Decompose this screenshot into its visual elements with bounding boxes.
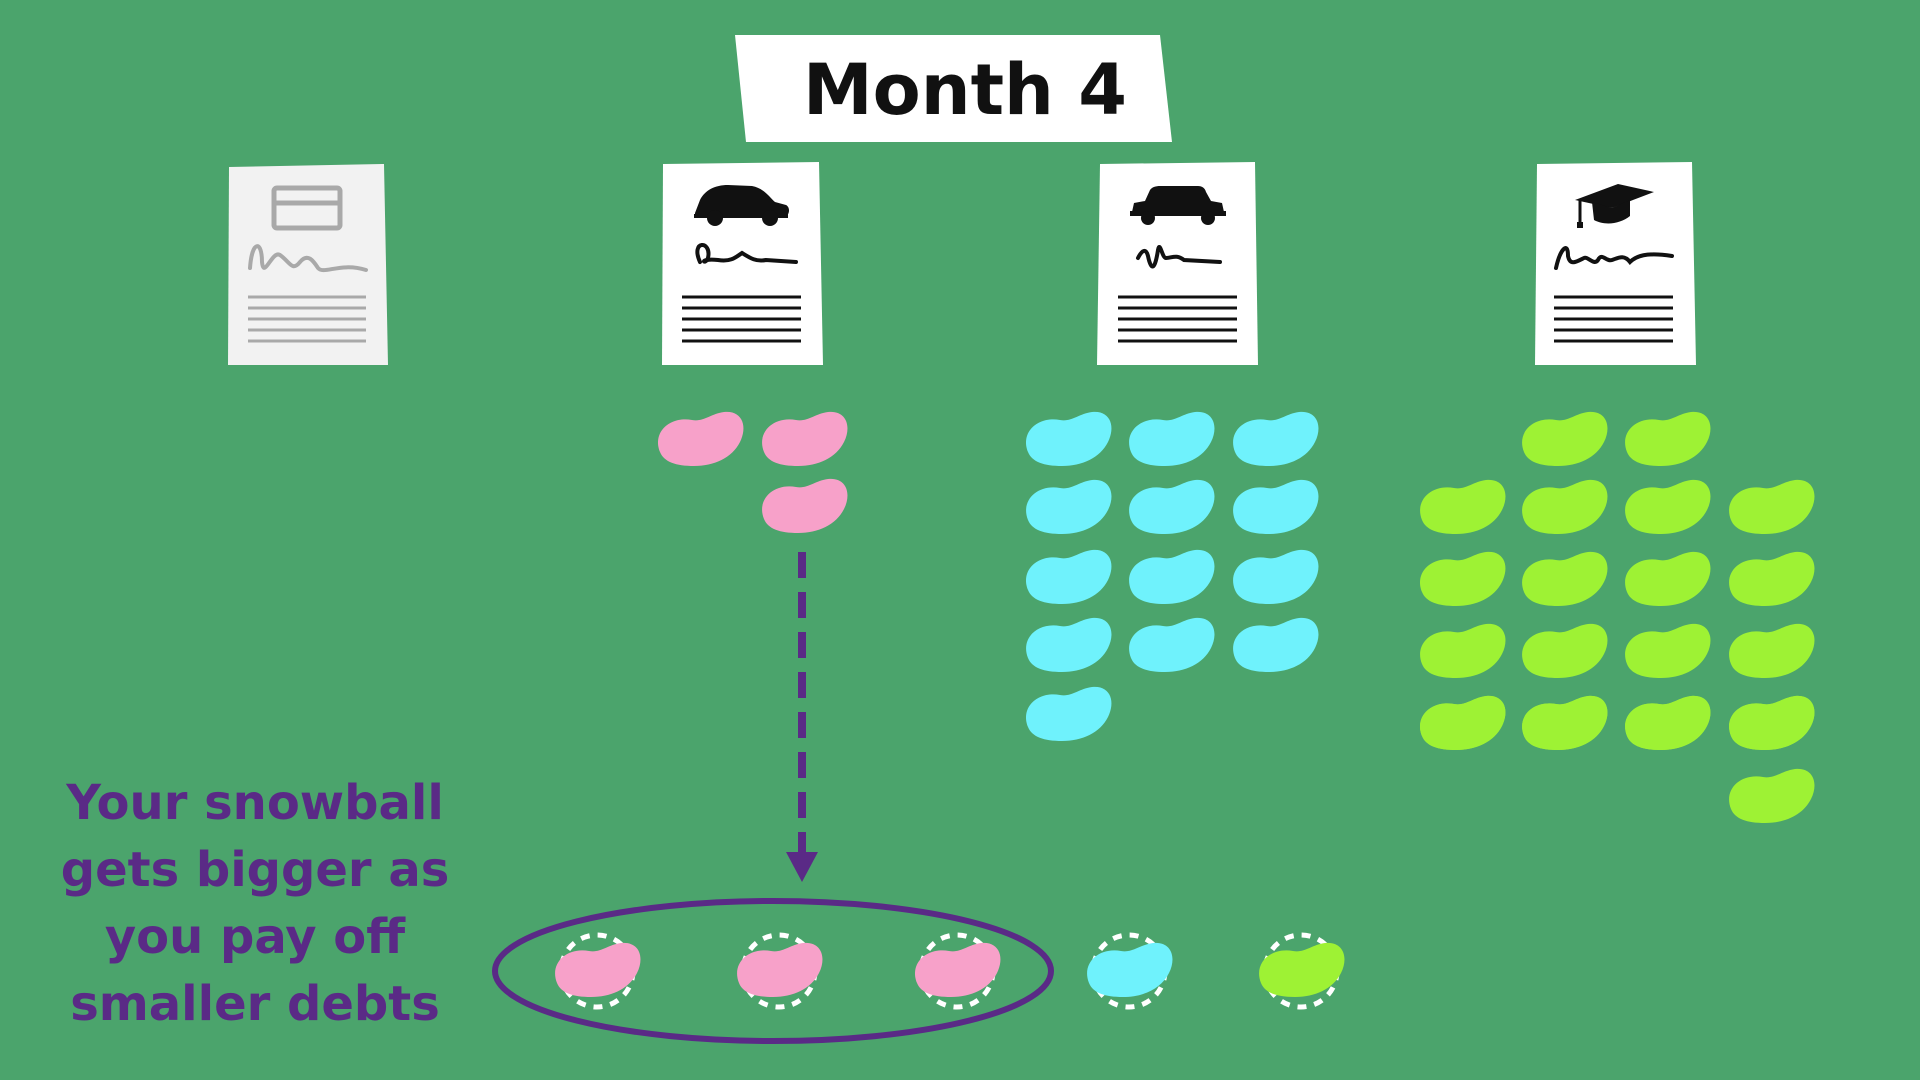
pink-payment-bean <box>555 932 641 1010</box>
snowball-payment-beans <box>555 932 1345 1010</box>
cyan-balance-bean <box>1026 617 1112 672</box>
cyan-balance-bean <box>1233 479 1319 534</box>
lime-balance-bean <box>1522 695 1608 750</box>
caption-line: gets bigger as <box>60 842 450 898</box>
cyan-balance-bean <box>1026 549 1112 604</box>
pink-payment-bean <box>737 932 823 1010</box>
lime-balance-bean <box>1625 411 1711 466</box>
cyan-balance-bean <box>1233 617 1319 672</box>
month-title: Month 4 <box>803 49 1127 131</box>
text-lines <box>248 295 366 343</box>
cyan-balance-bean <box>1129 617 1215 672</box>
cyan-balance-bean <box>1233 411 1319 466</box>
lime-balance-bean <box>1729 768 1815 823</box>
signature-scribble <box>1136 245 1222 269</box>
cyan-balance-bean <box>1129 411 1215 466</box>
lime-balance-bean <box>1625 551 1711 606</box>
cyan-balance-bean <box>1233 549 1319 604</box>
student-loan-document <box>1535 162 1696 365</box>
lime-balance-bean <box>1625 695 1711 750</box>
caption-line: Your snowball <box>66 775 444 831</box>
signature-scribble <box>248 244 368 273</box>
car-icon <box>694 185 789 226</box>
lime-balance-bean <box>1522 623 1608 678</box>
credit-card-document <box>228 164 388 365</box>
cyan-balance-bean <box>1129 479 1215 534</box>
lime-balance-bean <box>1625 623 1711 678</box>
cyan-balance-bean <box>1026 411 1112 466</box>
remaining-balance-beans <box>658 411 1815 823</box>
signature-scribble <box>1554 246 1674 270</box>
cyan-balance-bean <box>1129 549 1215 604</box>
lime-balance-bean <box>1625 479 1711 534</box>
lime-balance-bean <box>1522 411 1608 466</box>
snowball-ellipse <box>492 898 1054 1044</box>
cyan-balance-bean <box>1026 686 1112 741</box>
pink-balance-bean <box>762 478 848 533</box>
cyan-payment-bean <box>1087 932 1173 1010</box>
credit-card-icon <box>271 185 343 231</box>
text-lines <box>682 295 801 343</box>
lime-balance-bean <box>1420 479 1506 534</box>
lime-balance-bean <box>1420 551 1506 606</box>
lime-payment-bean <box>1259 932 1345 1010</box>
caption-line: you pay off <box>104 909 406 965</box>
cyan-balance-bean <box>1026 479 1112 534</box>
truck-icon <box>1130 186 1226 225</box>
pink-payment-bean <box>915 932 1001 1010</box>
graduation-cap-icon <box>1575 184 1654 228</box>
lime-balance-bean <box>1729 551 1815 606</box>
lime-balance-bean <box>1420 623 1506 678</box>
pink-balance-bean <box>762 411 848 466</box>
snowball-arrow <box>786 552 818 882</box>
caption-line: smaller debts <box>70 976 440 1032</box>
signature-scribble <box>695 243 798 264</box>
car-loan-document <box>662 162 823 365</box>
lime-balance-bean <box>1729 695 1815 750</box>
lime-balance-bean <box>1420 695 1506 750</box>
lime-balance-bean <box>1522 479 1608 534</box>
text-lines <box>1554 295 1673 343</box>
lime-balance-bean <box>1729 623 1815 678</box>
pink-balance-bean <box>658 411 744 466</box>
lime-balance-bean <box>1729 479 1815 534</box>
title-banner <box>735 35 1172 142</box>
text-lines <box>1118 295 1237 343</box>
snowball-caption: Your snowball gets bigger as you pay off… <box>40 770 470 1038</box>
truck-loan-document <box>1097 162 1258 365</box>
lime-balance-bean <box>1522 551 1608 606</box>
